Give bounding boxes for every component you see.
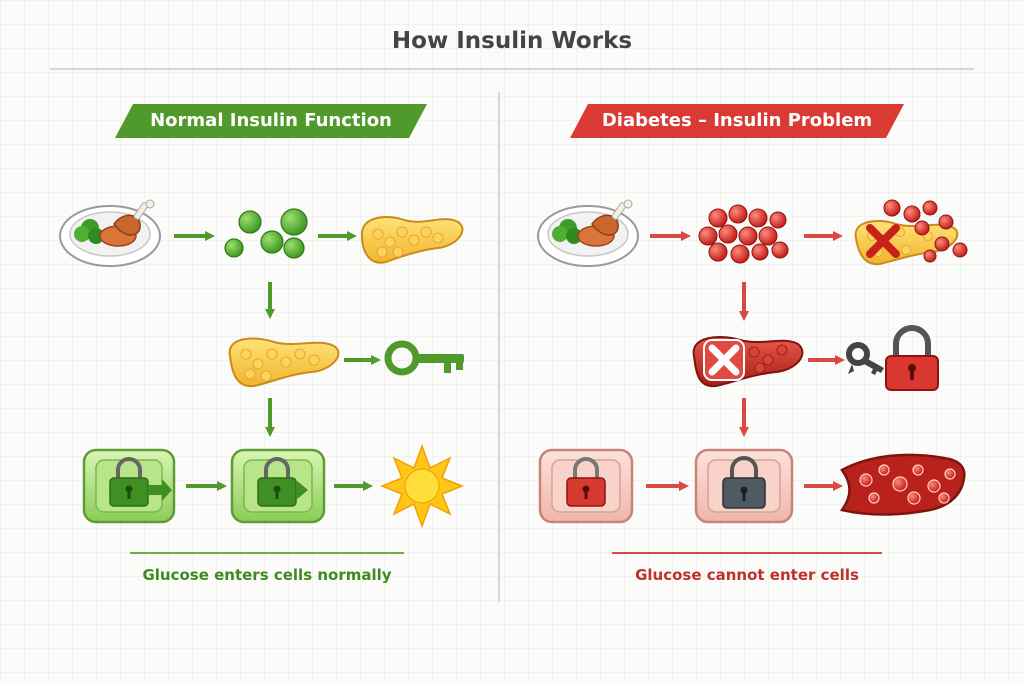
diabetes-caption: Glucose cannot enter cells [635,566,859,584]
diabetes-heading: Diabetes – Insulin Problem [570,104,904,138]
pancreas-icon [360,216,464,264]
normal-caption: Glucose enters cells normally [142,566,392,584]
blood-vessel-icon [839,453,966,516]
caption-rule [612,552,882,554]
cell-lock-icon [230,448,326,524]
blocked-pancreas-icon [854,199,968,266]
glucose-molecules-icon [698,204,789,264]
insulin-key-icon [384,340,464,376]
food-plate-icon [59,199,161,267]
glucose-molecules-icon [224,208,308,259]
locked-padlock-icon [885,325,939,391]
center-divider [498,92,500,602]
cell-lock-icon [82,448,176,524]
cell-lock-icon [694,448,794,524]
pancreas-icon [228,337,340,388]
energy-sun-icon [379,443,465,529]
cell-lock-icon [538,448,634,524]
food-plate-icon [537,199,639,267]
blocked-pancreas-icon [692,336,804,388]
normal-function-heading: Normal Insulin Function [115,104,427,138]
broken-key-icon [846,342,884,375]
title-divider [50,68,974,70]
page-title: How Insulin Works [391,28,633,54]
caption-rule [130,552,404,554]
